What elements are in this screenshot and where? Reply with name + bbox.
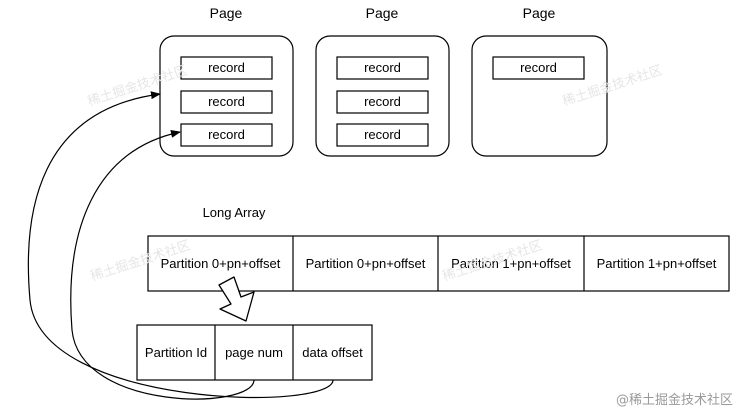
long-array: Long Array Partition 0+pn+offset Partiti… <box>147 205 730 292</box>
record-label: record <box>208 94 245 109</box>
record-box <box>492 56 585 80</box>
long-array-cell: Partition 0+pn+offset <box>306 256 426 271</box>
expand-arrow-icon <box>218 276 255 322</box>
page-3: Page record <box>471 5 608 157</box>
record-box <box>336 90 429 114</box>
long-array-title: Long Array <box>203 205 266 220</box>
data-offset-arrow <box>27 91 334 399</box>
record-box <box>180 123 273 147</box>
long-array-cell: Partition 1+pn+offset <box>597 256 717 271</box>
record-label: record <box>364 94 401 109</box>
page-title: Page <box>366 5 399 21</box>
record-label: record <box>364 60 401 75</box>
long-array-cell: Partition 1+pn+offset <box>451 256 571 271</box>
record-label: record <box>208 60 245 75</box>
record-label: record <box>520 60 557 75</box>
record-box <box>336 123 429 147</box>
page-title: Page <box>210 5 243 21</box>
page-1: Page record record record <box>159 5 294 157</box>
record-label: record <box>208 127 245 142</box>
record-box <box>180 56 273 80</box>
address-struct: Partition Id page num data offset <box>136 324 373 381</box>
address-field: data offset <box>302 345 363 360</box>
page-2: Page record record record <box>315 5 450 157</box>
long-array-cell: Partition 0+pn+offset <box>161 256 281 271</box>
record-box <box>180 90 273 114</box>
record-label: record <box>364 127 401 142</box>
page-num-arrow <box>70 129 255 400</box>
page-box <box>471 35 608 157</box>
page-title: Page <box>523 5 556 21</box>
address-field: Partition Id <box>145 345 207 360</box>
address-field: page num <box>225 345 283 360</box>
site-credit: @稀土掘金技术社区 <box>615 393 733 408</box>
record-box <box>336 56 429 80</box>
